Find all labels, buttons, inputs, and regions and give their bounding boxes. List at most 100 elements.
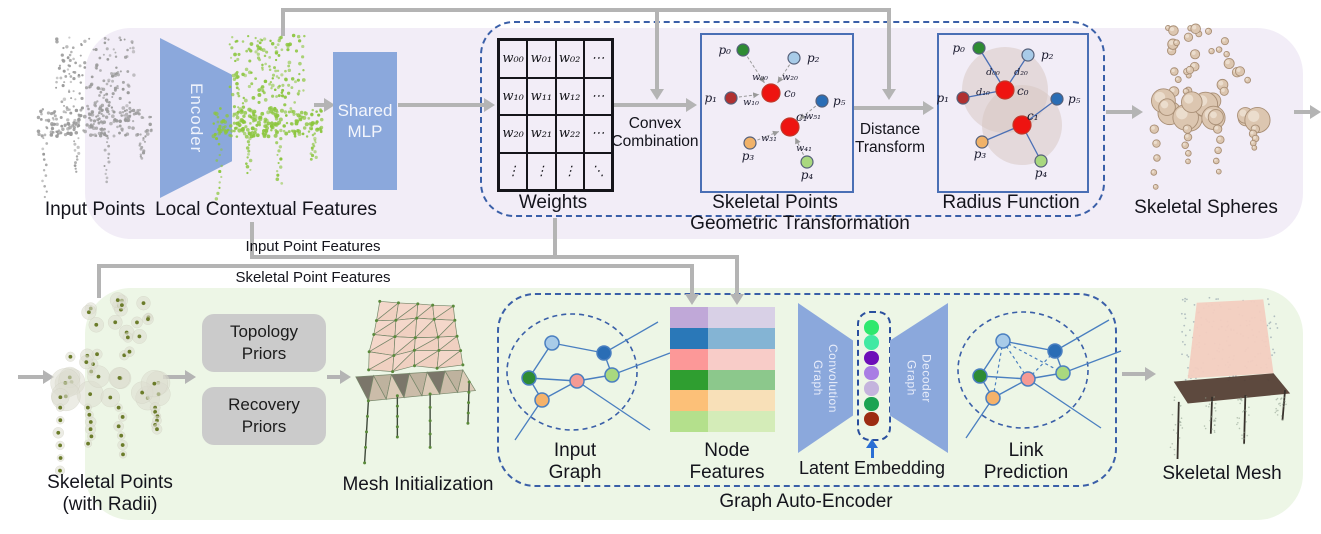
input-feat-drop-from-weights [553,218,557,259]
convex-combination-label: Convex Combination [611,115,699,151]
svg-text:p₃: p₃ [974,147,987,161]
arrowhead [686,98,697,112]
node-feature-cell [708,390,775,412]
arrowhead [484,98,495,112]
svg-text:p₂: p₂ [1041,48,1054,62]
arrowhead [1132,105,1143,119]
node-features-label: Node Features [689,440,765,483]
weights-cell: w₂₀ [499,115,528,153]
arrow-linkpred-to-mesh [1122,372,1146,376]
skeletal-points-radii-label: Skeletal Points (with Radii) [47,472,173,515]
svg-text:p₅: p₅ [1068,92,1081,106]
node-feature-cell [708,369,775,391]
arrowhead [1145,367,1156,381]
arrow-priors-to-mesh [327,375,341,379]
input-feat-drop-to-nodefeat [735,255,739,295]
arrowhead [324,98,335,112]
mesh-initialization-image [355,299,477,465]
weights-cell: w₁₀ [499,77,528,115]
arrowhead [730,294,744,305]
weights-cell: w₁₂ [555,77,584,115]
local-contextual-features-cloud [211,33,324,201]
graph-convolution-label-line2: Convolution [826,343,840,413]
weights-cell: ⋮ [555,152,584,190]
node-feature-cell [708,307,775,329]
svg-text:w₀₀: w₀₀ [752,72,768,83]
arrow-weights-to-skeletal [612,103,687,107]
node-feature-cell [670,327,708,350]
input-points-label: Input Points [44,199,146,220]
shared-mlp-label-line1: Shared [337,100,393,120]
graph-decoder-label-line2: Decoder [919,353,934,403]
arrowhead [685,294,699,305]
skeletal-spheres-label: Skeletal Spheres [1134,197,1278,218]
svg-text:c₀: c₀ [784,86,796,100]
link-prediction-label: Link Prediction [983,440,1069,483]
feedback-line-up [281,8,285,36]
latent-pointer-arrowhead [866,439,878,448]
input-points-cloud [36,36,153,199]
svg-text:w₅₁: w₅₁ [805,111,821,122]
skeletal-points-label: Skeletal Points [712,192,838,213]
weights-label: Weights [518,192,588,213]
svg-text:c₁: c₁ [1027,109,1039,123]
arrowhead [340,370,351,384]
node-feature-cell [708,348,775,370]
input-graph-diagram [506,313,671,441]
arrowhead [923,101,934,115]
skeletal-mesh-image [1169,296,1291,459]
topology-priors-block: Topology Priors [202,314,326,372]
svg-text:p₀: p₀ [953,41,966,55]
arrow-skeletal-to-radius [852,106,924,110]
node-features-matrix [670,307,775,433]
node-feature-cell [670,348,708,370]
feedback-branch-distance [887,8,891,90]
svg-text:p₀: p₀ [719,43,732,57]
latent-embedding-circle [864,396,879,412]
svg-text:p₂: p₂ [807,51,820,65]
weights-cell: ⋯ [583,77,612,115]
skeletal-points-radii-cloud [50,292,171,476]
svg-text:w₄₁: w₄₁ [796,143,812,154]
node-feature-cell [670,307,708,329]
arrow-mlp-to-weights [398,103,485,107]
svg-text:w₂₀: w₂₀ [782,72,798,83]
weights-cell: ⋯ [583,40,612,78]
weights-cell: w₀₂ [555,40,584,78]
graph-auto-encoder-box [497,293,1117,487]
latent-pointer-line [870,446,874,458]
skel-feat-drop-left [97,264,101,298]
weights-cell: w₀₁ [527,40,556,78]
arrow-radius-to-spheres [1106,110,1133,114]
graph-auto-encoder-label: Graph Auto-Encoder [719,491,893,512]
svg-text:d₂₀: d₂₀ [1014,67,1028,78]
graph-decoder-label-line1: Graph [904,360,919,396]
latent-embedding-circle [864,411,879,427]
skel-feat-drop-to-nodefeat [690,264,694,295]
encoder-label: Encoder [187,82,206,154]
input-point-features-label: Input Point Features [245,238,381,255]
input-feat-drop-from-features [250,222,254,259]
weights-cell: ⋮ [499,152,528,190]
local-contextual-features-label: Local Contextual Features [155,199,377,220]
svg-text:p₅: p₅ [833,94,846,108]
node-feature-cell [670,390,708,412]
radius-function-box [937,33,1089,193]
svg-text:c₁: c₁ [796,110,808,124]
arrow-enter-bottom [18,375,44,379]
latent-embedding-circle [864,320,879,335]
arrowhead [185,370,196,384]
skeletal-point-features-line [97,264,694,268]
radius-function-label: Radius Function [942,192,1080,213]
feedback-line-top [281,8,891,12]
node-feature-cell [670,411,708,433]
geometric-transformation-box [480,21,1105,217]
graph-convolution-label-line1: Graph [811,360,825,396]
arrowhead [43,370,54,384]
node-feature-cell [708,327,775,350]
feedback-arrowhead-distance [882,89,896,100]
shared-mlp-block: Shared MLP [333,52,397,190]
